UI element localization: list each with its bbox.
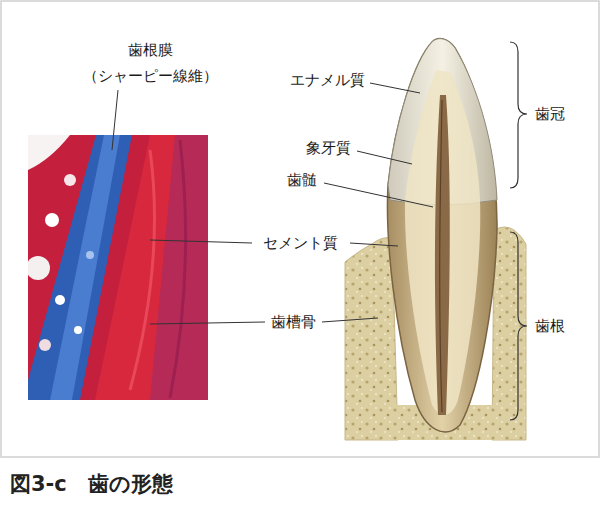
part-label: 象牙質: [306, 139, 351, 157]
leader-line: [112, 83, 433, 324]
part-label: 歯槽骨: [271, 313, 316, 331]
tooth-image: [387, 39, 497, 432]
region-label: 歯根: [535, 317, 565, 335]
histology-image: [28, 135, 208, 400]
part-label: 歯髄: [287, 171, 317, 189]
part-label: エナメル質: [290, 71, 365, 89]
region-label: 歯冠: [535, 105, 565, 123]
part-label: 歯根膜: [128, 41, 173, 59]
figure-caption: 図3-c 歯の形態: [10, 472, 173, 497]
frame: [1, 1, 599, 457]
part-label: セメント質: [263, 234, 338, 252]
part-label: （シャーピー線維）: [83, 67, 218, 85]
bracket: [510, 42, 527, 420]
